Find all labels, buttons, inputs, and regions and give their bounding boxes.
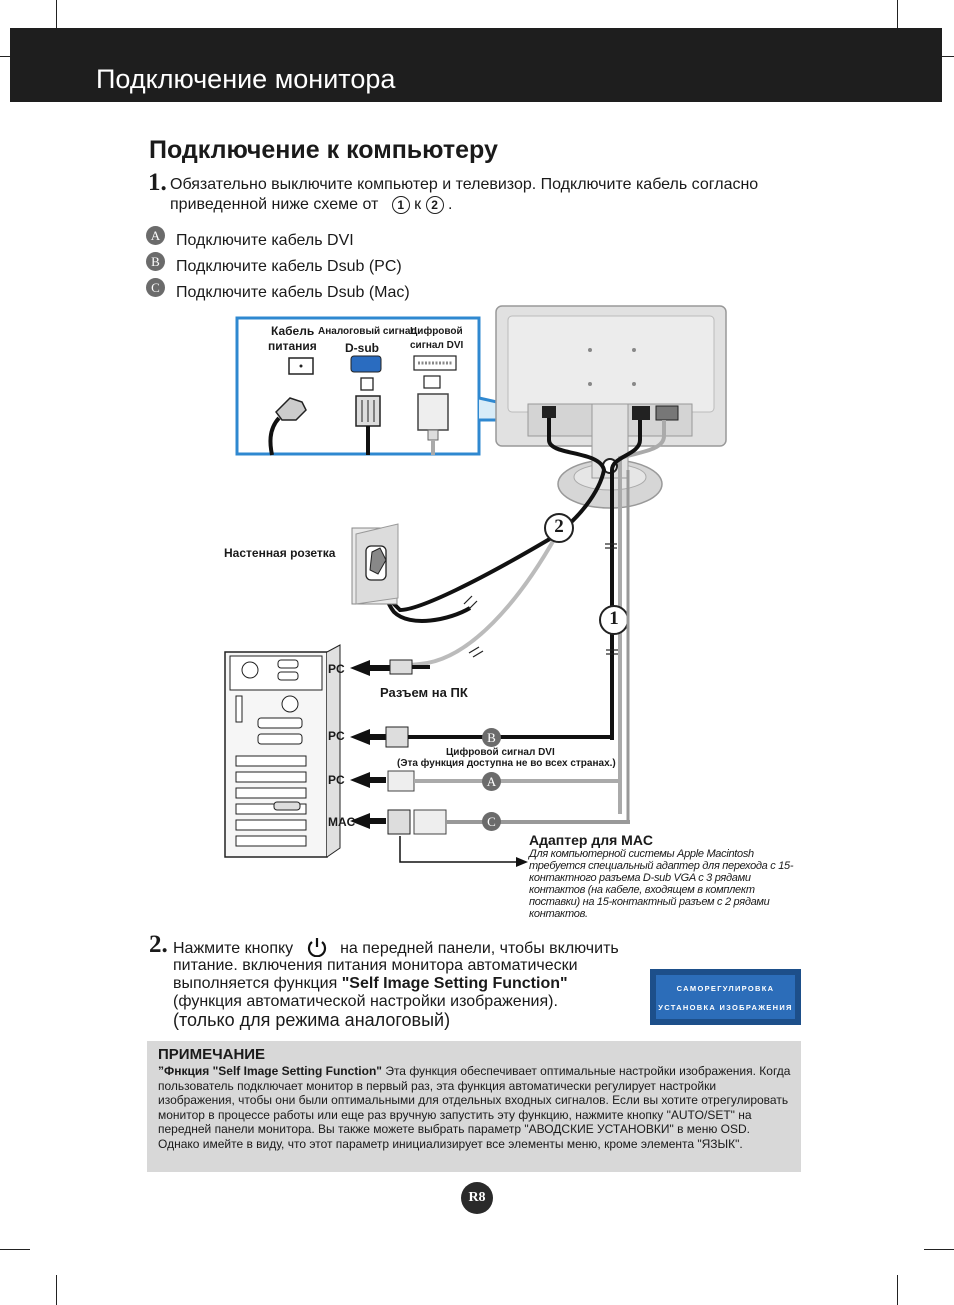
dvi-note-text: (Эта функция доступна не во всех странах… <box>397 758 616 769</box>
crop-mark <box>56 1275 57 1305</box>
crop-mark <box>897 0 898 30</box>
badge-b-icon: B <box>146 252 165 271</box>
power-cable-label-1: Кабель <box>271 324 315 338</box>
dvi-signal-label: сигнал DVI <box>410 340 464 351</box>
mac-label: MAC <box>328 815 356 829</box>
step1-line2-text: приведенной ниже схеме от <box>170 196 379 213</box>
mac-adapter-description: Для компьютерной системы Apple Macintosh… <box>529 848 794 920</box>
dsub-label: D-sub <box>345 341 379 355</box>
section-title: Подключение к компьютеру <box>149 136 498 164</box>
marker-1-label: 1 <box>609 608 619 629</box>
osd-panel-inner <box>656 975 795 1019</box>
arrow-pc1 <box>350 660 370 676</box>
step1-period: . <box>448 196 453 213</box>
marker-2-label: 2 <box>554 516 564 537</box>
diagram-badge-a: A <box>482 772 501 791</box>
crop-mark <box>0 1249 30 1250</box>
crop-mark <box>924 1249 954 1250</box>
step2-line3-text: выполняется функция <box>173 975 338 992</box>
step1-line2: приведенной ниже схеме от 1 к 2 . <box>170 195 452 215</box>
self-image-setting-text: "Self Image Setting Function" <box>341 975 568 992</box>
wall-outlet-label: Настенная розетка <box>224 546 336 560</box>
analog-signal-label: Аналоговый сигнал <box>318 326 417 337</box>
pc-port-label: Разъем на ПК <box>380 685 468 700</box>
cable-item-dvi: Подключите кабель DVI <box>176 232 354 249</box>
note-box <box>147 1041 801 1172</box>
page-number: R8 <box>461 1182 493 1214</box>
crop-mark <box>897 1275 898 1305</box>
step2-line4: (функция автоматической настройки изобра… <box>173 993 558 1010</box>
power-cable-label-2: питания <box>268 339 317 353</box>
step2-line1: Нажмите кнопку на передней панели, чтобы… <box>173 937 619 959</box>
power-button-icon <box>307 938 326 958</box>
note-title: ПРИМЕЧАНИЕ <box>158 1046 266 1063</box>
arrow-pc3 <box>350 772 370 788</box>
step2-line3: выполняется функция "Self Image Setting … <box>173 974 568 994</box>
osd-line-1: САМОРЕГУЛИРОВКА <box>676 984 775 993</box>
power-plug-icon <box>275 397 307 421</box>
step2-line2: питание. включения питания монитора авто… <box>173 957 578 974</box>
header-title: Подключение монитора <box>96 64 396 94</box>
digital-signal-label: Цифровой <box>410 326 463 337</box>
circle-1-icon: 1 <box>391 195 410 214</box>
step2-line1-text: Нажмите кнопку <box>173 940 294 957</box>
circle-2-icon: 2 <box>425 195 444 214</box>
cable-item-dsub-pc: Подключите кабель Dsub (PC) <box>176 258 402 275</box>
diagram-badge-b: B <box>482 728 501 747</box>
pc-label-1: PC <box>328 662 345 676</box>
dvi-signal-text: Цифровой сигнал DVI <box>446 747 555 758</box>
cable-item-dsub-mac: Подключите кабель Dsub (Mac) <box>176 284 410 301</box>
step2-number: 2. <box>149 931 168 958</box>
mac-adapter-title: Адаптер для MAC <box>529 832 654 848</box>
step2-line1-suffix: на передней панели, чтобы включить <box>340 940 619 957</box>
arrow-pc2 <box>350 729 370 745</box>
marker-2 <box>544 513 574 543</box>
arrow-mac <box>350 813 370 829</box>
badge-a-icon: A <box>146 226 165 245</box>
dvi-plug-icon <box>417 393 449 431</box>
osd-line-2: УСТАНОВКА ИЗОБРАЖЕНИЯ <box>658 1003 793 1012</box>
note-body: ”Фнкция "Self Image Setting Function" Эт… <box>158 1064 794 1152</box>
step2-line5: (только для режима аналоговый) <box>173 1010 451 1030</box>
step1-line1: Обязательно выключите компьютер и телеви… <box>170 176 759 193</box>
diagram-badge-c: C <box>482 812 501 831</box>
header-bar <box>10 28 942 102</box>
dsub-port-icon <box>350 355 382 373</box>
pc-label-2: PC <box>328 729 345 743</box>
crop-mark <box>56 0 57 30</box>
note-lead: ”Фнкция "Self Image Setting Function" <box>158 1064 382 1078</box>
badge-c-icon: C <box>146 278 165 297</box>
connector-panel <box>235 316 481 456</box>
dvi-port-icon <box>413 355 457 371</box>
step1-number: 1. <box>148 169 167 196</box>
step1-connector: к <box>414 196 422 213</box>
pc-label-3: PC <box>328 773 345 787</box>
note-text: Эта функция обеспечивает оптимальные нас… <box>158 1064 791 1151</box>
